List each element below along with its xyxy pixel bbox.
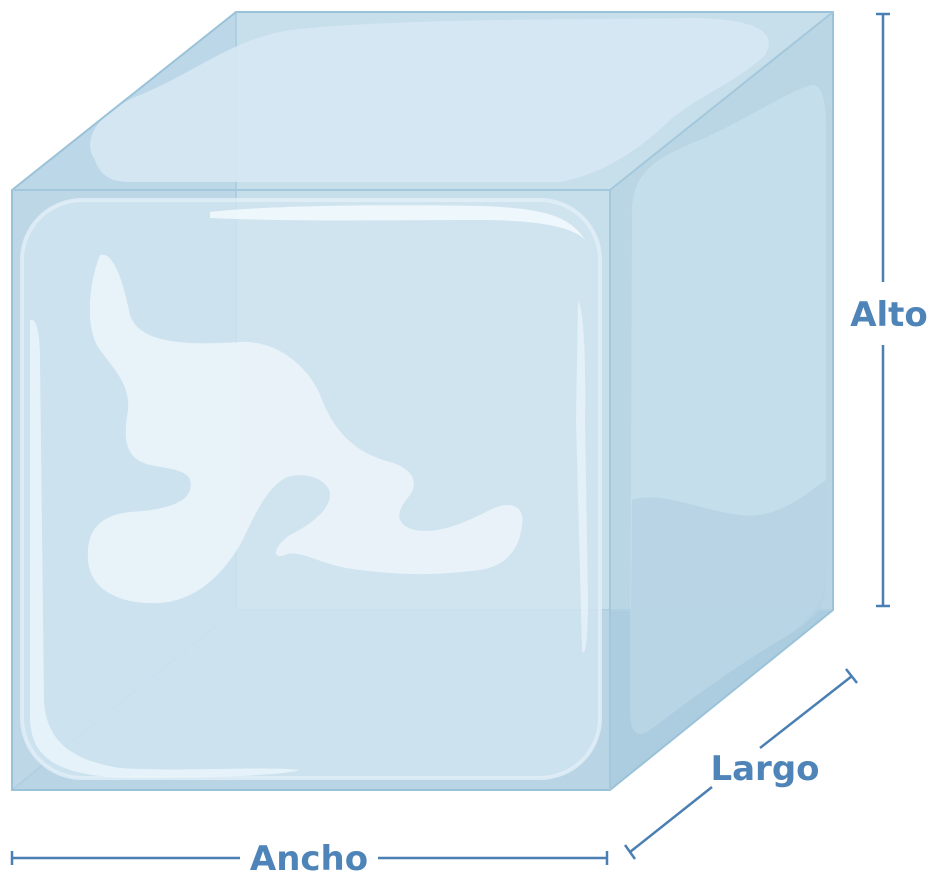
front-top-highlight (210, 205, 585, 240)
side-face-lower-shade (630, 480, 826, 734)
depth-dimension-line-upper (759, 675, 853, 749)
height-label: Alto (850, 295, 928, 335)
depth-dimension (623, 668, 858, 860)
top-face-highlight (90, 18, 769, 182)
cube-outline (11, 11, 834, 791)
cube-top-right-edge (609, 11, 834, 191)
width-label: Ancho (250, 839, 368, 878)
front-face-highlight (87, 254, 523, 604)
front-right-streak (576, 300, 588, 653)
depth-dimension-line-lower (629, 786, 713, 853)
depth-label: Largo (710, 749, 819, 789)
depth-tick-bottom (623, 844, 637, 860)
height-dimension (876, 12, 890, 608)
width-dimension (10, 851, 609, 865)
depth-tick-top (845, 668, 858, 684)
ice-cube (11, 11, 834, 791)
front-face-panel-outline (20, 198, 602, 780)
